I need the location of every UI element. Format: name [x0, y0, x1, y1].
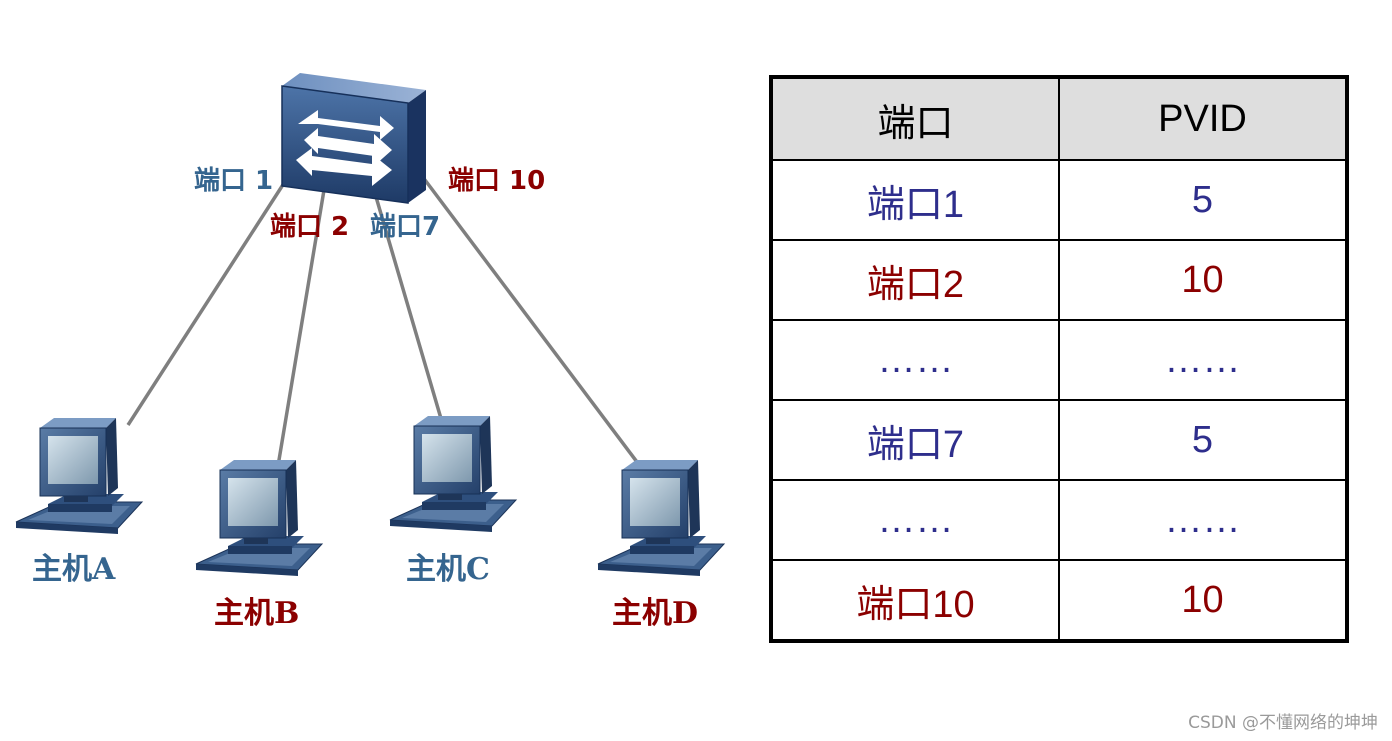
cell-port: …… [770, 479, 1060, 561]
link-host-a [126, 179, 288, 426]
watermark: CSDN @不懂网络的坤坤 [1188, 713, 1378, 733]
port-1-label: 端口 1 [194, 166, 274, 196]
link-host-b [276, 189, 326, 467]
host-d-computer-icon [597, 459, 725, 577]
host-a-computer-icon [15, 417, 143, 535]
cell-port: 端口7 [770, 399, 1060, 481]
table-row: 端口7 5 [770, 399, 1348, 481]
cell-port: 端口2 [770, 239, 1060, 321]
host-c-label: 主机C [406, 552, 490, 587]
connection-links [126, 174, 642, 468]
cell-pvid: 10 [1058, 239, 1348, 321]
host-a-label: 主机A [32, 552, 116, 587]
host-b-computer-icon [195, 459, 323, 577]
cell-pvid: 5 [1058, 159, 1348, 241]
cell-pvid: …… [1058, 319, 1348, 401]
table-row: …… …… [770, 319, 1348, 401]
table-row: 端口2 10 [770, 239, 1348, 321]
host-b-label: 主机B [214, 596, 300, 631]
cell-pvid: …… [1058, 479, 1348, 561]
host-d-label: 主机D [612, 596, 699, 631]
switch-icon [281, 73, 426, 204]
cell-port: 端口1 [770, 159, 1060, 241]
cell-pvid: 10 [1058, 559, 1348, 642]
port-2-label: 端口 2 [270, 212, 350, 242]
port-7-label: 端口7 [370, 212, 441, 242]
cell-port: 端口10 [770, 559, 1060, 642]
header-pvid: PVID [1058, 76, 1348, 161]
header-port: 端口 [770, 76, 1060, 161]
table-row: 端口1 5 [770, 159, 1348, 241]
link-host-c [372, 189, 444, 423]
link-host-d [420, 174, 642, 468]
table-row: …… …… [770, 479, 1348, 561]
cell-pvid: 5 [1058, 399, 1348, 481]
host-c-computer-icon [389, 415, 517, 533]
port-10-label: 端口 10 [448, 166, 546, 196]
table-header-row: 端口 PVID [770, 76, 1348, 161]
table-row: 端口10 10 [770, 559, 1348, 642]
network-topology [15, 73, 725, 577]
cell-port: …… [770, 319, 1060, 401]
pvid-table: 端口 PVID 端口1 5 端口2 10 …… …… 端口7 5 …… …… 端… [769, 75, 1349, 643]
